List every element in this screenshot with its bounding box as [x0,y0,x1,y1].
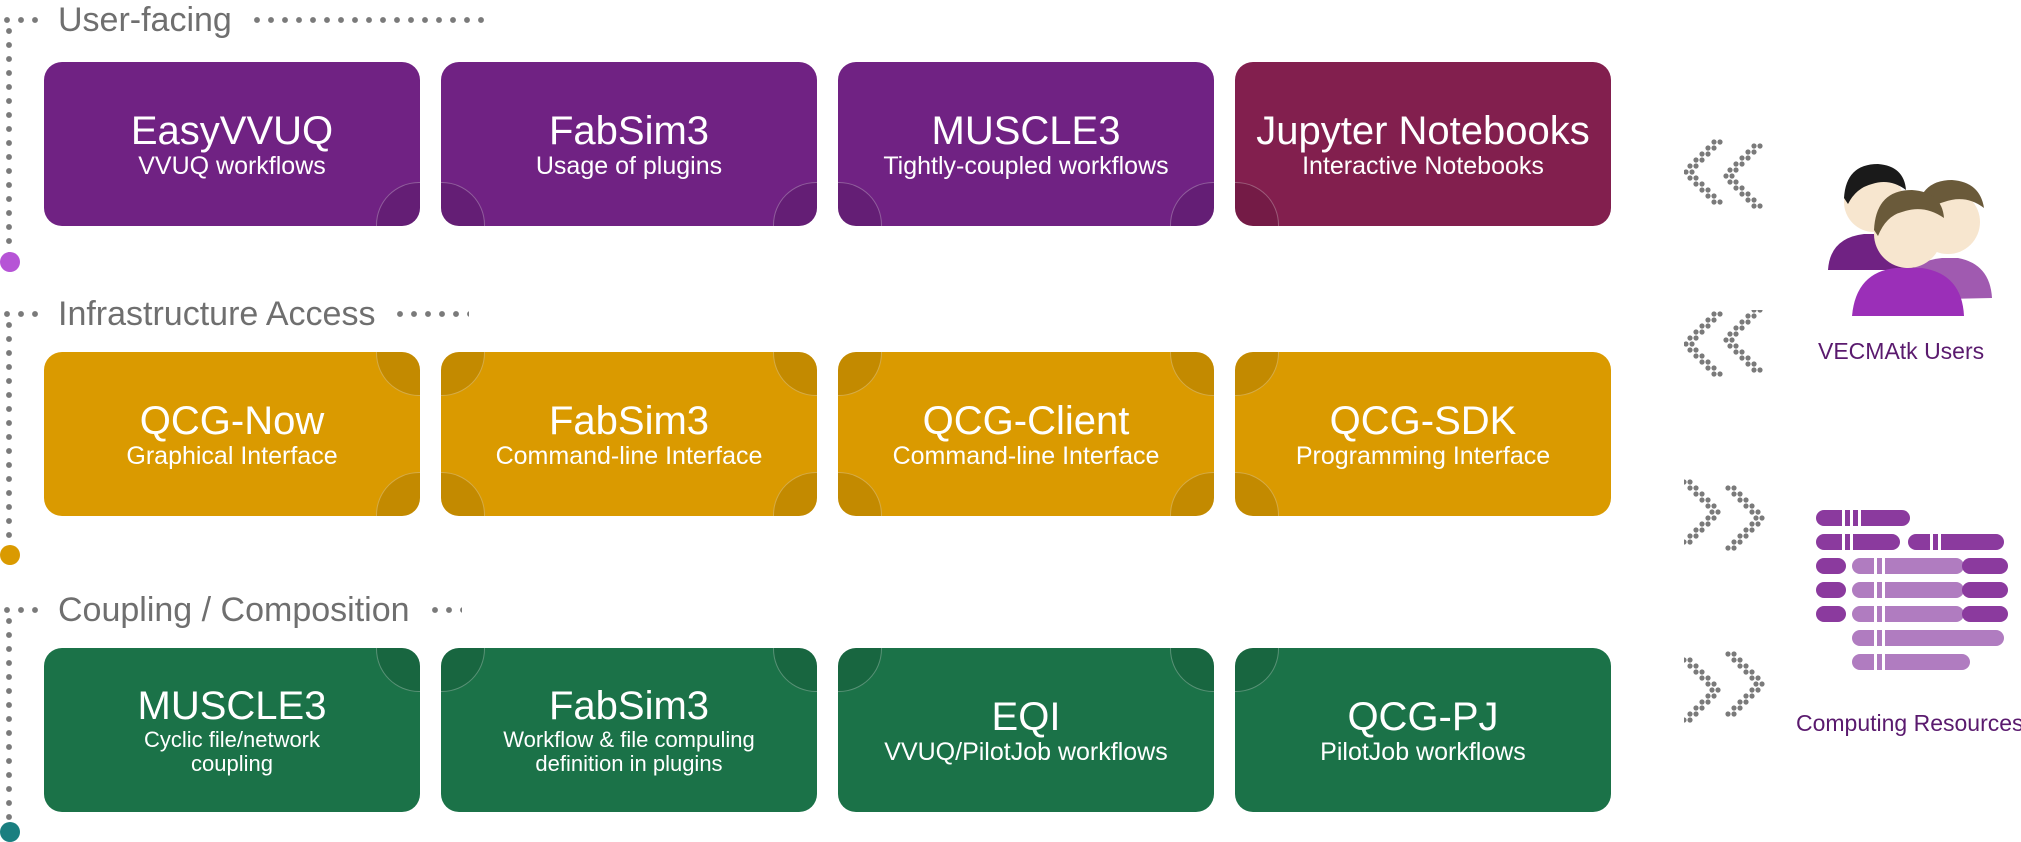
dotted-connector [0,17,42,23]
box-description: VVUQ/PilotJob workflows [884,737,1168,766]
box-corner-decoration [773,472,817,516]
dotted-connector [0,311,42,317]
box-muscle3-cyclic: MUSCLE3 Cyclic file/network coupling [44,648,420,812]
box-corner-decoration [1235,472,1279,516]
box-qcg-sdk: QCG-SDK Programming Interface [1235,352,1611,516]
dotted-connector [249,17,490,23]
box-corner-decoration [441,472,485,516]
section-end-dot [0,252,20,272]
box-corner-decoration [1170,352,1214,396]
box-name: FabSim3 [548,108,710,153]
box-name: EasyVVUQ [130,108,334,153]
box-description: Usage of plugins [535,151,723,180]
box-qcg-now: QCG-Now Graphical Interface [44,352,420,516]
double-chevron-left-icon [1684,139,1763,209]
box-description-line2: coupling [191,751,273,776]
box-corner-decoration [441,182,485,226]
section-end-dot [0,822,20,842]
box-corner-decoration [773,352,817,396]
double-chevron-right-icon [1684,479,1765,551]
box-name: FabSim3 [548,398,710,443]
box-name: QCG-PJ [1347,694,1499,739]
box-qcg-client: QCG-Client Command-line Interface [838,352,1214,516]
section-title-coupling-composition: Coupling / Composition [0,590,462,630]
box-name: EQI [991,694,1061,739]
section-title-text: Infrastructure Access [58,294,376,333]
section-title-text: User-facing [58,0,232,39]
box-description: Cyclic file/network [143,727,321,752]
dotted-connector [427,607,462,613]
box-fabsim3-usage: FabSim3 Usage of plugins [441,62,817,226]
box-corner-decoration [1235,352,1279,396]
box-description: Programming Interface [1295,441,1551,470]
box-description: Command-line Interface [495,441,763,470]
box-corner-decoration [1235,182,1279,226]
double-chevron-left-icon [1684,310,1763,377]
box-corner-decoration [376,648,420,692]
box-description-line2: definition in plugins [535,751,723,776]
box-description: Tightly-coupled workflows [883,151,1169,180]
box-name: Jupyter Notebooks [1256,108,1590,153]
box-corner-decoration [376,352,420,396]
box-corner-decoration [376,472,420,516]
box-name: MUSCLE3 [137,684,327,728]
box-corner-decoration [773,648,817,692]
box-description: PilotJob workflows [1320,737,1526,766]
box-easyvvuq: EasyVVUQ VVUQ workflows [44,62,420,226]
vertical-dotted-line [6,24,12,256]
box-description: Command-line Interface [892,441,1160,470]
box-muscle3-tight: MUSCLE3 Tightly-coupled workflows [838,62,1214,226]
double-chevron-right-icon [1684,651,1765,723]
vertical-dotted-line [6,614,12,824]
computing-resources-icon [1816,510,2008,670]
box-corner-decoration [838,182,882,226]
users-label: VECMAtk Users [1818,338,1985,364]
box-corner-decoration [838,472,882,516]
box-name: QCG-Now [139,398,325,443]
box-description: Interactive Notebooks [1302,151,1544,180]
section-title-infrastructure-access: Infrastructure Access [0,294,470,334]
box-corner-decoration [1170,182,1214,226]
box-corner-decoration [838,648,882,692]
box-corner-decoration [838,352,882,396]
users-icon [1828,164,1992,316]
box-corner-decoration [441,352,485,396]
box-jupyter-notebooks: Jupyter Notebooks Interactive Notebooks [1235,62,1611,226]
vertical-dotted-line [6,318,12,548]
computing-resources-label: Computing Resources [1796,710,2021,736]
section-end-dot [0,545,20,565]
box-corner-decoration [1170,472,1214,516]
dotted-connector [393,311,470,317]
dotted-connector [0,607,42,613]
box-corner-decoration [773,182,817,226]
section-title-text: Coupling / Composition [58,590,410,629]
box-description: Workflow & file compuling [503,727,755,752]
box-corner-decoration [376,182,420,226]
box-name: QCG-SDK [1329,398,1517,443]
box-corner-decoration [1170,648,1214,692]
box-fabsim3-workflow: FabSim3 Workflow & file compuling defini… [441,648,817,812]
box-corner-decoration [441,648,485,692]
box-name: MUSCLE3 [931,108,1121,153]
box-qcg-pj: QCG-PJ PilotJob workflows [1235,648,1611,812]
box-name: QCG-Client [922,398,1130,443]
box-description: Graphical Interface [126,441,338,470]
box-eqi: EQI VVUQ/PilotJob workflows [838,648,1214,812]
box-description: VVUQ workflows [138,151,326,180]
box-corner-decoration [1235,648,1279,692]
section-title-user-facing: User-facing [0,0,490,40]
box-fabsim3-cli: FabSim3 Command-line Interface [441,352,817,516]
box-name: FabSim3 [548,684,710,728]
